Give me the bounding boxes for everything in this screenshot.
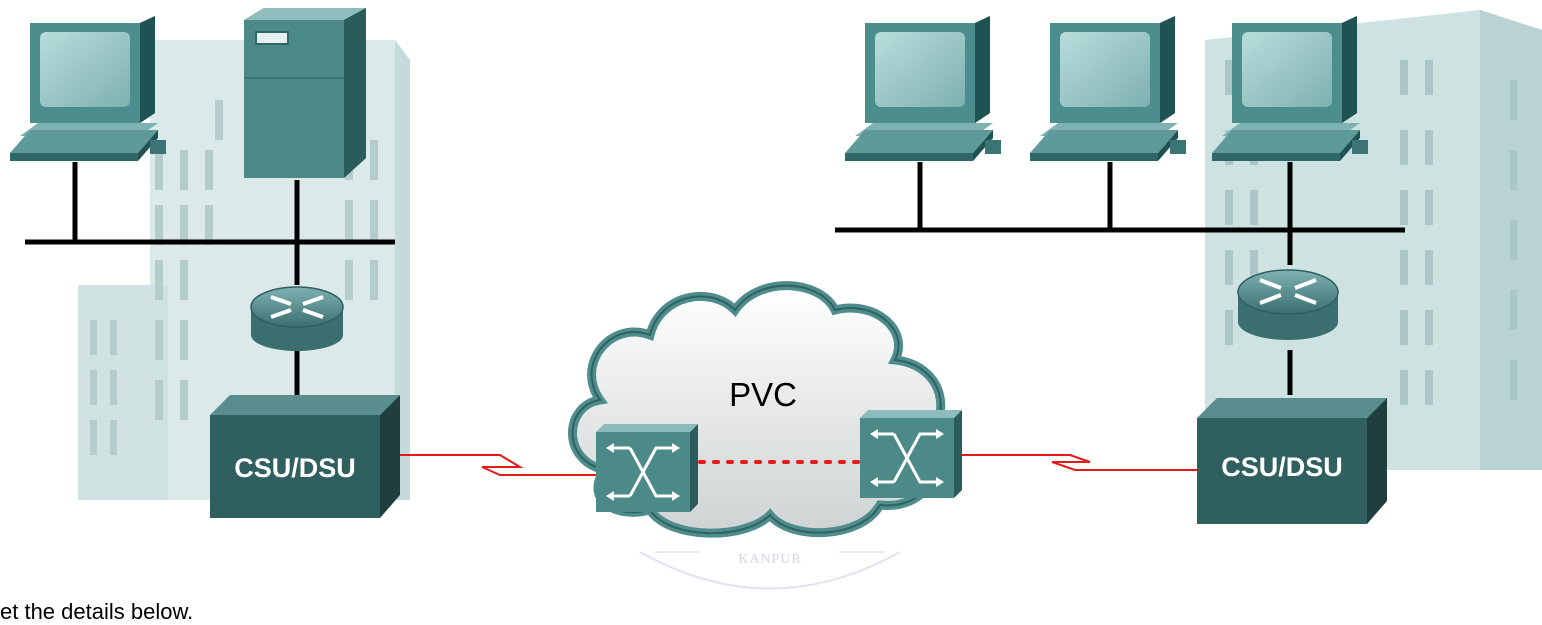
workstation-icon xyxy=(845,16,1001,161)
workstation-icon xyxy=(1212,16,1368,161)
csu-dsu-right: CSU/DSU xyxy=(1197,398,1387,524)
csu-dsu-label: CSU/DSU xyxy=(1221,452,1343,482)
pvc-label: PVC xyxy=(729,376,797,413)
right-wan-link xyxy=(960,454,1200,471)
workstation-icon xyxy=(10,16,166,161)
right-lan xyxy=(835,162,1405,395)
watermark-text: KANPUR xyxy=(738,552,802,567)
left-lan xyxy=(25,162,395,398)
router-icon xyxy=(1237,269,1339,340)
router-icon xyxy=(250,286,344,351)
switch-icon xyxy=(860,410,962,498)
csu-dsu-label: CSU/DSU xyxy=(234,453,356,483)
watermark-logo: KANPUR xyxy=(639,551,901,590)
csu-dsu-left: CSU/DSU xyxy=(210,395,400,518)
switch-icon xyxy=(596,424,698,512)
bottom-text: et the details below. xyxy=(0,599,194,624)
left-wan-link xyxy=(400,454,600,476)
workstation-icon xyxy=(1030,16,1186,161)
server-icon xyxy=(244,8,366,178)
